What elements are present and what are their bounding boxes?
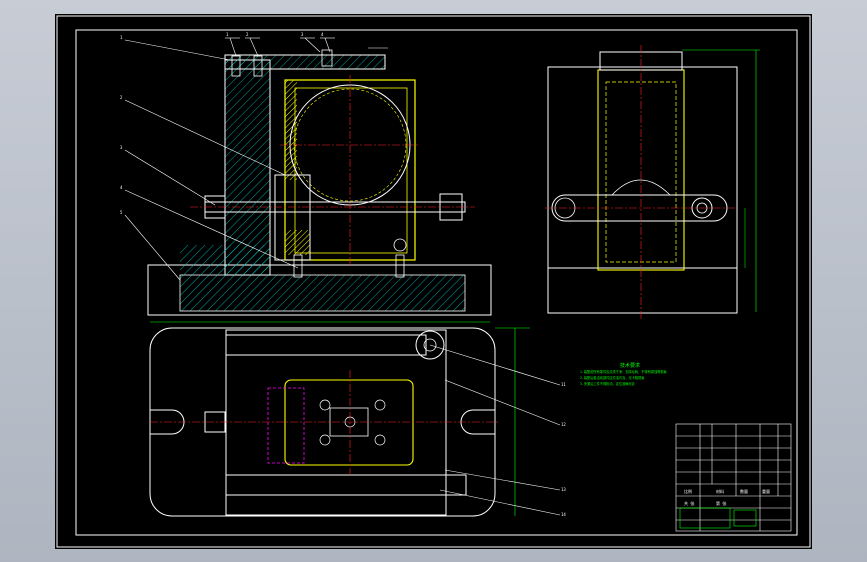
arm-pin-3 (321, 49, 333, 67)
balloon-top-1: 1 (226, 32, 229, 37)
title-block (675, 423, 792, 532)
top-hole-2 (374, 399, 386, 411)
tb-code-5: 共 张 (684, 500, 694, 506)
title-block-codes: 比例 材料 数量 重量 共 张 第 张 (684, 488, 770, 506)
tech-requirements: 技术要求 1.装配前所有零件应清洗干净，去除毛刺，不得有锈蚀等现象 2.装配后各… (580, 362, 668, 386)
balloon-left-3: 3 (120, 145, 123, 150)
clamp-block (274, 174, 311, 261)
balloon-left-1: 1 (120, 35, 123, 40)
top-workpiece (284, 379, 414, 466)
base-section-hatch (179, 274, 466, 312)
workpiece-section-bottom (285, 230, 310, 255)
side-arc (611, 179, 671, 196)
outer-frame (56, 15, 811, 548)
top-leaders (429, 344, 561, 516)
tech-line-2: 2.装配后各活动部件应灵活可靠，无卡阻现象 (580, 375, 645, 380)
top-swing-pivot-inner (423, 338, 437, 352)
front-leaders (124, 37, 331, 281)
top-body (225, 329, 447, 516)
top-hole-4 (374, 434, 386, 446)
balloon-right-1: 11 (561, 382, 566, 387)
tech-title: 技术要求 (620, 362, 640, 369)
balloon-top-4: 4 (321, 32, 324, 37)
base-plate (147, 264, 492, 316)
top-bar-upper (225, 334, 427, 356)
tech-line-1: 1.装配前所有零件应清洗干净，去除毛刺，不得有锈蚀等现象 (580, 369, 668, 374)
workpiece-section-left (285, 80, 297, 180)
balloon-right-2: 12 (561, 422, 566, 427)
tb-code-3: 数量 (740, 488, 748, 494)
balloon-top-2: 2 (246, 32, 249, 37)
tb-code-1: 比例 (684, 488, 692, 494)
pin-hole (393, 238, 407, 252)
front-view (124, 37, 492, 323)
top-view (149, 327, 561, 517)
top-bar-lower (225, 474, 467, 496)
l-column-foot (180, 245, 270, 275)
top-hole-1 (319, 399, 331, 411)
balloon-right-3: 13 (561, 487, 566, 492)
top-hole-3 (319, 434, 331, 446)
balloon-labels: 1 2 3 4 1 2 3 4 5 11 12 13 14 (120, 32, 566, 517)
top-magenta-profile (267, 387, 305, 464)
balloon-left-5: 5 (120, 210, 123, 215)
top-swing-pivot (415, 330, 445, 360)
side-view (545, 45, 760, 320)
tb-code-6: 第 张 (716, 500, 726, 506)
tech-line-3: 3.夹紧后工件不得松动，定位准确可靠 (580, 381, 636, 386)
balloon-top-3: 3 (301, 32, 304, 37)
balloon-right-4: 14 (561, 512, 566, 517)
l-column (224, 59, 271, 276)
tb-code-2: 材料 (716, 488, 724, 494)
inner-frame (75, 29, 798, 536)
title-block-greenfill (679, 507, 757, 529)
locating-pin-right (395, 254, 405, 278)
side-base (547, 267, 738, 314)
tb-code-4: 重量 (762, 488, 770, 494)
balloon-left-4: 4 (120, 185, 123, 190)
top-balloon-bars (225, 37, 388, 49)
balloon-left-2: 2 (120, 95, 123, 100)
top-arm (224, 54, 386, 70)
